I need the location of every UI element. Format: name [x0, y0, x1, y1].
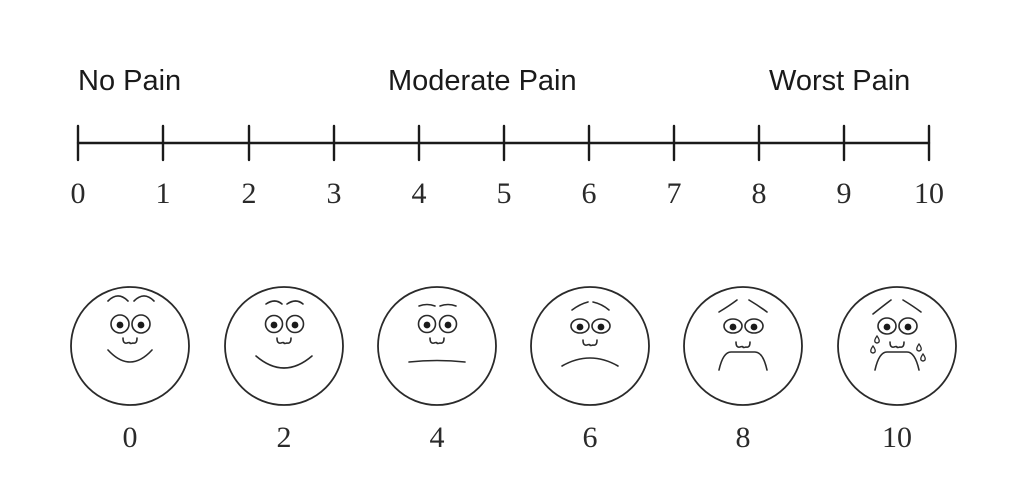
tick-label: 2: [242, 177, 257, 210]
eye: [877, 317, 897, 335]
pupil: [137, 321, 145, 329]
eye: [744, 318, 764, 334]
face-outline: [224, 286, 344, 406]
pupil: [597, 323, 605, 331]
face-value-label: 10: [882, 421, 912, 454]
pupil: [291, 321, 299, 329]
eye: [264, 314, 284, 334]
happy-face-icon: [70, 286, 190, 406]
nose: [735, 341, 751, 349]
eyebrow: [418, 303, 436, 307]
nose: [582, 339, 598, 347]
tick-label: 6: [582, 177, 597, 210]
eyebrow: [107, 295, 129, 302]
tick-label: 8: [752, 177, 767, 210]
eye: [570, 318, 590, 334]
eyebrow: [286, 300, 304, 305]
face-value-label: 8: [736, 421, 751, 454]
eyebrow: [133, 295, 155, 302]
eye: [110, 314, 130, 334]
face-value-labels: 0 2 4 6 8 10: [123, 421, 913, 454]
tick-label: 5: [497, 177, 512, 210]
eyebrow: [592, 301, 610, 311]
eye: [131, 314, 151, 334]
face-value-label: 6: [583, 421, 598, 454]
mouth: [107, 349, 153, 363]
mouth: [255, 355, 313, 369]
pupil: [444, 321, 452, 329]
tick-label: 4: [412, 177, 427, 210]
label-moderate-pain: Moderate Pain: [388, 65, 577, 97]
eyebrow: [902, 299, 922, 313]
eye: [591, 318, 611, 334]
tear-drop: [874, 334, 880, 344]
tear-drop: [916, 342, 922, 352]
eyebrow: [748, 299, 768, 313]
face-outline: [377, 286, 497, 406]
tear-drop: [920, 352, 926, 362]
eyebrow: [439, 303, 457, 307]
pupil: [750, 323, 758, 331]
neutral-face-icon: [377, 286, 497, 406]
eye: [417, 314, 437, 334]
frown-face-icon: [530, 286, 650, 406]
face-value-label: 4: [430, 421, 445, 454]
tick-label: 0: [71, 177, 86, 210]
eye: [898, 317, 918, 335]
eye: [285, 314, 305, 334]
mouth: [408, 359, 466, 363]
tear-drop: [870, 344, 876, 354]
scale-ticks: [76, 124, 931, 162]
crying-face-icon: [837, 286, 957, 406]
label-no-pain: No Pain: [78, 65, 181, 97]
mouth: [561, 357, 619, 367]
eye: [723, 318, 743, 334]
slight-smile-face-icon: [224, 286, 344, 406]
mouth: [874, 351, 920, 371]
tick-label: 9: [837, 177, 852, 210]
face-value-label: 0: [123, 421, 138, 454]
mouth: [718, 351, 768, 371]
eye: [438, 314, 458, 334]
distressed-face-icon: [683, 286, 803, 406]
tick-label: 3: [327, 177, 342, 210]
nose: [429, 337, 445, 345]
label-worst-pain: Worst Pain: [769, 65, 910, 97]
pupil: [729, 323, 737, 331]
tick-label: 10: [914, 177, 944, 210]
pupil: [904, 323, 912, 331]
faces-row: [70, 286, 957, 406]
pupil: [423, 321, 431, 329]
eyebrow: [872, 299, 892, 315]
nose: [276, 337, 292, 345]
scale-tick-labels: 0 1 2 3 4 5 6 7 8 9 10: [71, 177, 945, 210]
pupil: [883, 323, 891, 331]
pupil: [270, 321, 278, 329]
eyebrow: [571, 301, 589, 311]
tick-label: 1: [156, 177, 171, 210]
face-outline: [70, 286, 190, 406]
face-value-label: 2: [277, 421, 292, 454]
eyebrow: [718, 299, 738, 313]
eyebrow: [265, 300, 283, 305]
pupil: [116, 321, 124, 329]
tick-label: 7: [667, 177, 682, 210]
nose: [889, 341, 905, 349]
pupil: [576, 323, 584, 331]
nose: [122, 337, 138, 345]
